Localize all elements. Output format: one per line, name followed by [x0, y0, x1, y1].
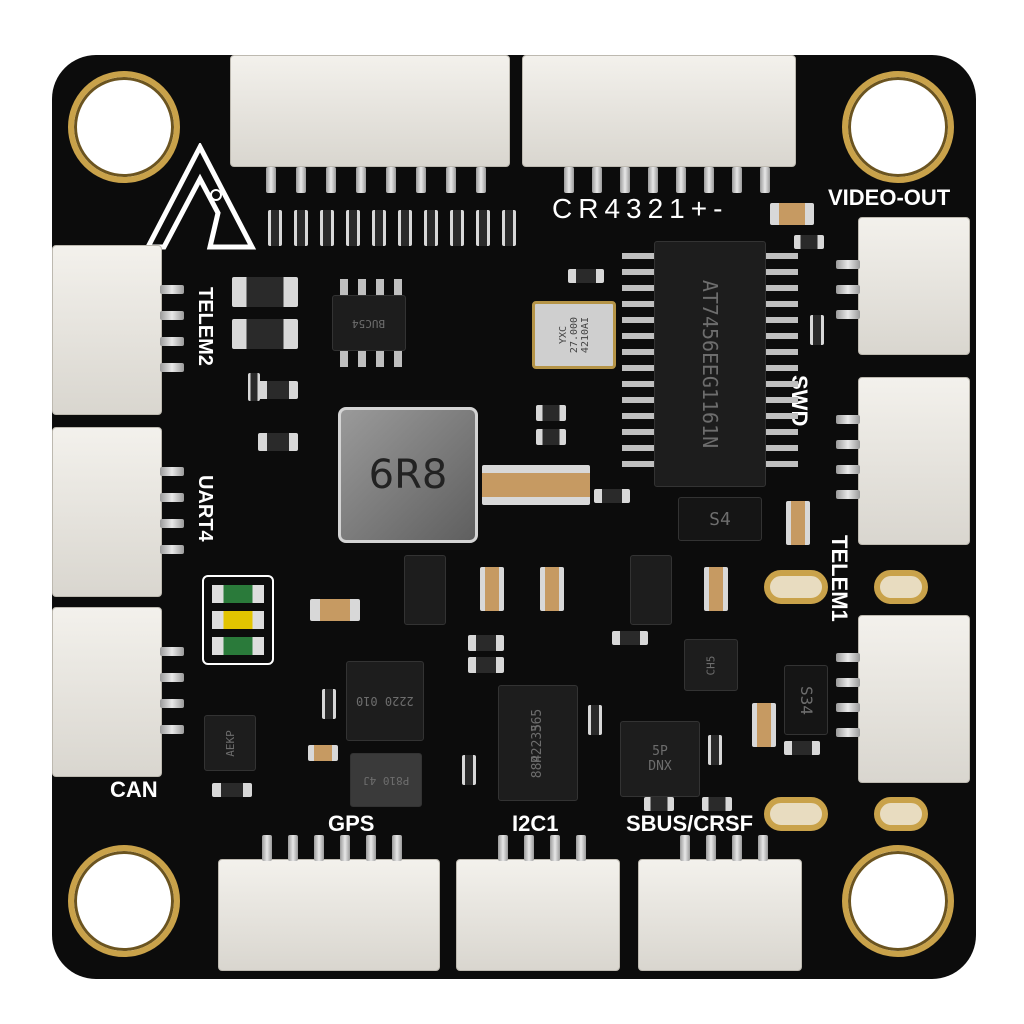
barometer-marking-3: 884 [530, 754, 546, 778]
video-out-connector[interactable] [858, 217, 970, 355]
solder-pad-3[interactable] [764, 797, 828, 831]
regulator-right [630, 555, 672, 625]
gps-label: GPS [328, 811, 375, 836]
osd-chip-marking-2: EG1161N [697, 363, 722, 449]
osd-chip: AT7456E EG1161N [654, 241, 766, 487]
mosfet-left: BUC54 [332, 295, 406, 351]
led-3 [212, 637, 264, 655]
sbus-crsf-connector[interactable] [638, 859, 802, 971]
can-label: CAN [110, 777, 158, 802]
sbus-crsf-label: SBUS/CRSF [626, 811, 754, 836]
telem1-label: TELEM1 [827, 535, 852, 622]
power-ic-a-marking: 2220 010 [356, 694, 414, 708]
barometer-chip: 365 P2235 884 [498, 685, 578, 801]
power-ic-b-marking: P810 4J [362, 773, 410, 787]
crystal-line-1: YXC [557, 325, 569, 345]
mounting-hole-bottom-left [68, 845, 180, 957]
i2c1-label: I2C1 [512, 811, 559, 836]
imu-marking-1: 5P [652, 744, 668, 759]
inductor-marking: 6R8 [368, 452, 448, 498]
inductor: 6R8 [338, 407, 478, 543]
crystal: YXC 27.000 4210AI [532, 301, 616, 369]
diode-top-marking: S4 [709, 508, 731, 530]
video-out-label: VIDEO-OUT [828, 185, 951, 210]
telem2-connector[interactable] [52, 245, 162, 415]
osd-chip-marking-1: AT7456E [697, 279, 722, 365]
small-ic: AEKP [204, 715, 256, 771]
telem1-connector[interactable] [858, 615, 970, 783]
tiny-ic: CH5 [684, 639, 738, 691]
diode-top: S4 [678, 497, 762, 541]
top-connector-right[interactable] [522, 55, 796, 167]
solder-pad-1[interactable] [764, 570, 828, 604]
gps-connector[interactable] [218, 859, 440, 971]
power-ic-b: P810 4J [350, 753, 422, 807]
telem2-label: TELEM2 [194, 287, 216, 366]
top-connector-left[interactable] [230, 55, 510, 167]
solder-pad-2[interactable] [874, 570, 928, 604]
imu-chip: 5P DNX [620, 721, 700, 797]
mosfet-left-marking: BUC54 [352, 316, 386, 330]
solder-pad-4[interactable] [874, 797, 928, 831]
board-id-label: CR4321+- [552, 193, 729, 224]
swd-connector[interactable] [858, 377, 970, 545]
diode-right-marking: S34 [796, 685, 816, 715]
crystal-line-3: 4210AI [579, 316, 591, 354]
led-2 [212, 611, 264, 629]
mounting-hole-top-left [68, 71, 180, 183]
flight-controller-board: CR4321+- VIDEO-OUT SWD TELEM1 TELEM2 [52, 55, 976, 979]
tiny-ic-marking: CH5 [704, 655, 718, 675]
uart4-label: UART4 [194, 475, 216, 542]
regulator-left [404, 555, 446, 625]
mounting-hole-bottom-right [842, 845, 954, 957]
mounting-hole-top-right [842, 71, 954, 183]
can-connector[interactable] [52, 607, 162, 777]
power-ic-a: 2220 010 [346, 661, 424, 741]
status-leds [202, 575, 274, 665]
small-ic-marking: AEKP [223, 729, 237, 757]
led-1 [212, 585, 264, 603]
top-cap [770, 203, 814, 225]
i2c1-connector[interactable] [456, 859, 620, 971]
uart4-connector[interactable] [52, 427, 162, 597]
diode-right: S34 [784, 665, 828, 735]
crystal-line-2: 27.000 [568, 316, 580, 354]
imu-marking-2: DNX [648, 759, 672, 774]
